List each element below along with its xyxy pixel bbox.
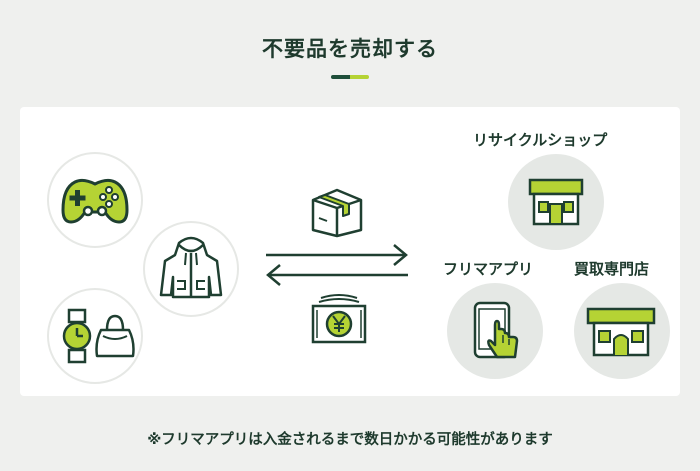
game-controller-icon	[61, 178, 129, 224]
title-underline	[331, 75, 369, 79]
recycle-shop-circle	[508, 154, 604, 250]
watch-icon	[62, 308, 92, 364]
flow-card: リサイクルショップ フリマアプリ 買取専門店	[20, 107, 680, 396]
flea-market-app-circle	[447, 283, 543, 379]
handbag-icon	[95, 314, 135, 358]
underline-light-segment	[350, 75, 369, 79]
smartphone-tap-icon	[473, 301, 519, 359]
underline-dark-segment	[331, 75, 350, 79]
shop-icon	[528, 178, 584, 226]
recycle-shop-label: リサイクルショップ	[473, 131, 608, 149]
specialty-store-label: 買取専門店	[574, 260, 650, 278]
item-circle-game	[47, 152, 143, 248]
specialty-store-circle	[574, 283, 670, 379]
box-icon	[311, 188, 363, 238]
exchange-arrows-icon	[266, 244, 408, 286]
page-title: 不要品を売却する	[262, 37, 438, 61]
flea-market-app-label: フリマアプリ	[443, 260, 534, 278]
store-icon	[586, 307, 656, 357]
item-circle-accessories	[47, 288, 143, 384]
yen-money-icon	[311, 294, 367, 344]
item-circle-hoodie	[143, 221, 239, 317]
hoodie-icon	[159, 236, 223, 299]
payment-delay-note: ※フリマアプリは入金されるまで数日かかる可能性があります	[147, 432, 553, 448]
